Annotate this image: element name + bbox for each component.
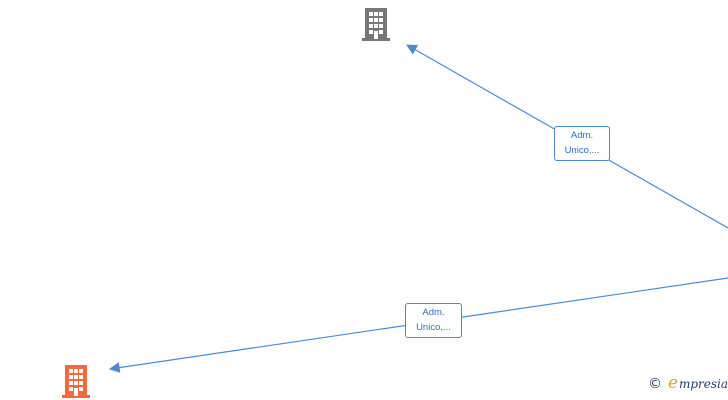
brand-logo-letter: e: [668, 373, 679, 393]
edge-label-line1: Adm.: [422, 307, 445, 318]
edge-label-top[interactable]: Adm. Unico,...: [554, 126, 610, 161]
edge-label-bottom[interactable]: Adm. Unico,...: [405, 303, 462, 338]
empresia-watermark: © e mpresia: [638, 374, 728, 396]
building-icon[interactable]: [60, 363, 92, 399]
edge-label-line1: Adm.: [570, 130, 594, 141]
brand-logo-text: mpresia: [679, 377, 728, 391]
copyright-icon: ©: [648, 376, 662, 392]
edge-label-line2: Unico,...: [564, 145, 600, 156]
building-icon[interactable]: [360, 6, 392, 42]
edge-label-line2: Unico,...: [416, 322, 451, 333]
